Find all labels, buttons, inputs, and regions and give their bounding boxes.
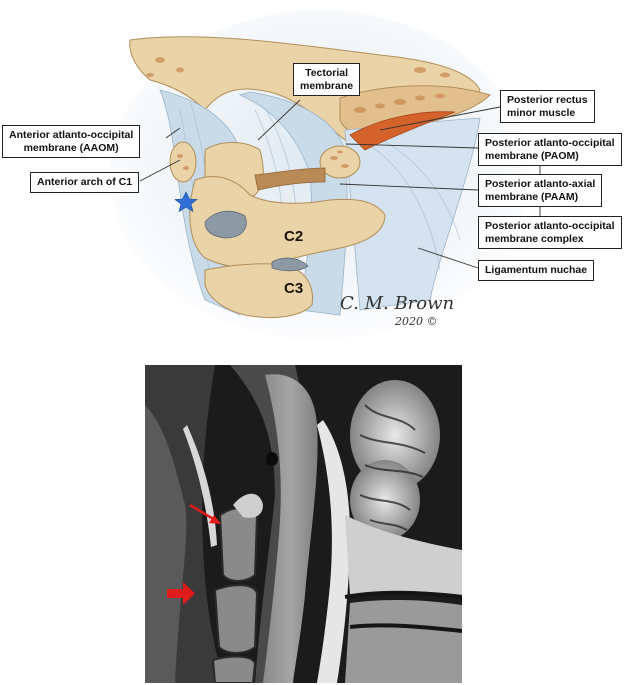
label-paam: Posterior atlanto-axial membrane (PAAM) [478, 174, 603, 207]
rectus-minor-muscle [349, 111, 456, 151]
vertebra-label-c2: C2 [284, 228, 304, 245]
label-aaom: Anterior atlanto-occipital membrane (AAO… [2, 125, 141, 158]
signature-year: 2020 © [395, 315, 438, 328]
craniocervical-illustration [110, 10, 541, 340]
leader-lines [139, 99, 541, 269]
label-line: membrane (PAAM) [485, 190, 579, 203]
mri-arrow-markers [167, 503, 221, 605]
artist-signature: C. M. Brown 2020 © [340, 293, 455, 330]
label-line: membrane complex [485, 232, 584, 245]
thin-arrow-marker [189, 503, 221, 524]
label-line: Anterior arch of C1 [37, 176, 133, 188]
label-line: membrane (PAOM) [485, 149, 579, 162]
label-paom: Posterior atlanto-occipital membrane (PA… [478, 133, 622, 166]
vertebra-label-c3: C3 [284, 280, 304, 297]
copyright-symbol: © [426, 315, 438, 328]
signature-year-value: 2020 [395, 315, 423, 328]
label-line: membrane (AAOM) [23, 141, 119, 154]
label-line: Ligamentum nuchae [485, 264, 588, 276]
mri-sagittal-image [145, 365, 462, 683]
label-line: Anterior atlanto-occipital [9, 129, 134, 141]
c1-posterior-arch [319, 145, 361, 179]
c1-lateral-bar [254, 167, 326, 191]
label-posterior-complex: Posterior atlanto-occipital membrane com… [478, 216, 622, 249]
star-marker [174, 191, 198, 213]
label-ligamentum-nuchae: Ligamentum nuchae [478, 260, 595, 281]
label-line: minor muscle [507, 106, 576, 119]
label-posterior-rectus-minor: Posterior rectus minor muscle [500, 90, 595, 123]
label-line: Posterior atlanto-occipital [485, 137, 615, 149]
label-line: Tectorial [305, 67, 349, 79]
c3-vertebra [204, 257, 314, 319]
c1-anterior-arch [169, 141, 197, 183]
label-line: membrane [300, 79, 354, 92]
label-anterior-arch-c1: Anterior arch of C1 [30, 172, 140, 193]
label-line: Posterior atlanto-axial [485, 178, 596, 190]
label-tectorial-membrane: Tectorial membrane [293, 63, 361, 96]
c2-vertebra [189, 176, 386, 269]
signature-name: C. M. Brown [340, 293, 455, 314]
thick-arrow-marker [167, 582, 195, 605]
label-line: Posterior rectus [507, 94, 588, 106]
label-line: Posterior atlanto-occipital [485, 220, 615, 232]
